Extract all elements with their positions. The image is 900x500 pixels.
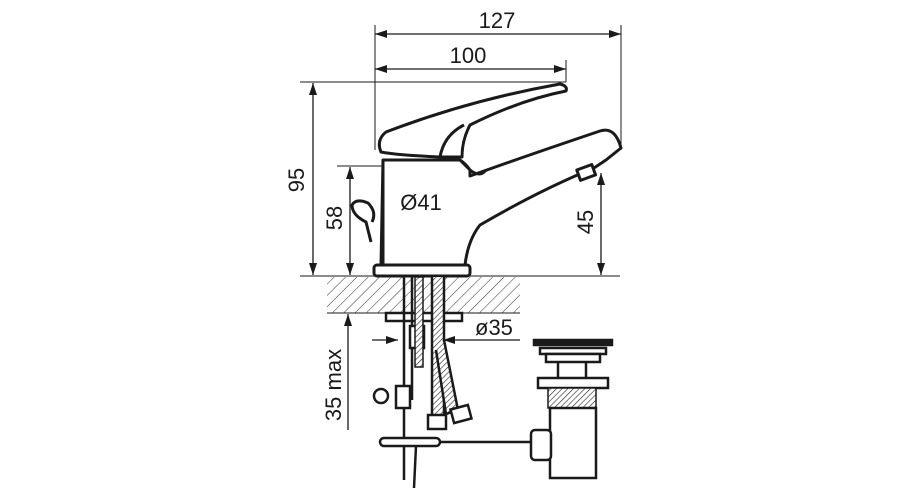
dim-label-35-max: 35 max — [321, 349, 346, 421]
dim-label-127: 127 — [479, 8, 516, 33]
dim-label-35: ø35 — [475, 315, 513, 340]
dim-label-41: Ø41 — [400, 190, 442, 215]
dim-label-45: 45 — [573, 210, 598, 234]
fixing-assembly — [372, 276, 532, 489]
faucet-body — [350, 82, 623, 278]
dim-label-95: 95 — [284, 168, 309, 192]
dim-label-58: 58 — [322, 206, 347, 230]
pop-up-waste — [529, 338, 614, 480]
dim-label-100: 100 — [450, 43, 487, 68]
